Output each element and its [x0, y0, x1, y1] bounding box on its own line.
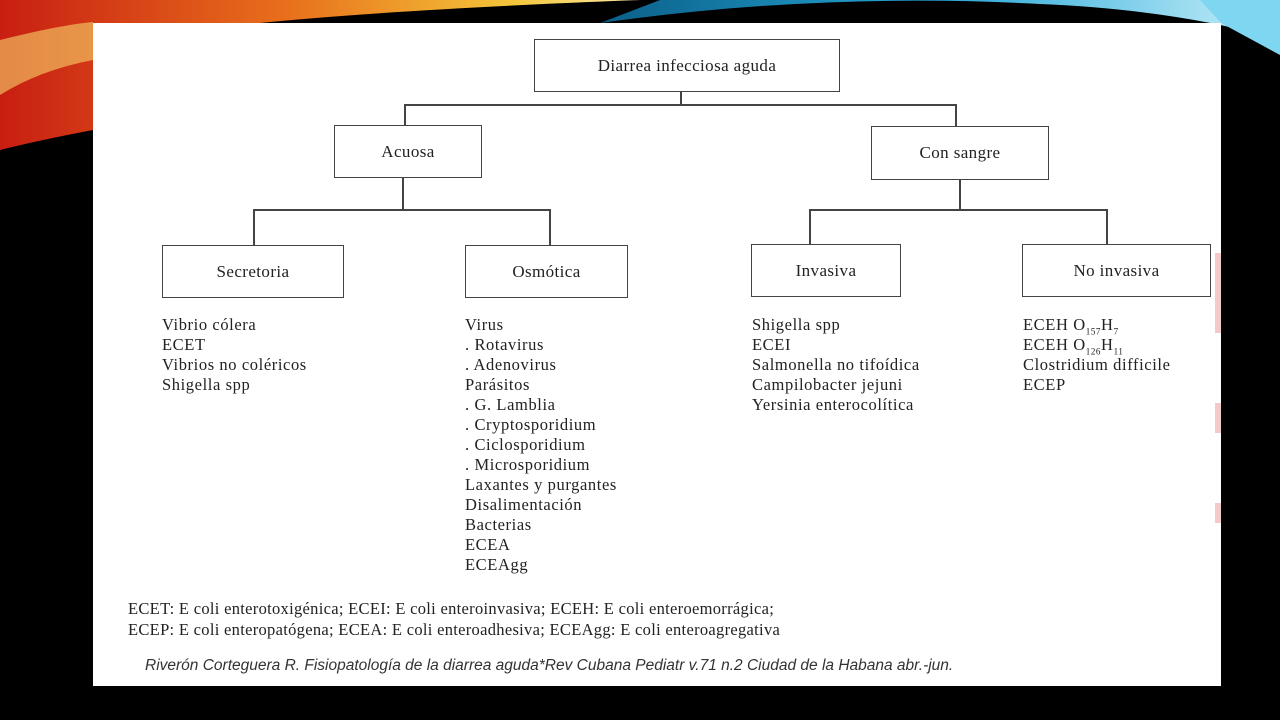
- cool-swoosh-right: [1200, 0, 1280, 55]
- citation: Riverón Corteguera R. Fisiopatología de …: [145, 657, 954, 674]
- node-root-label: Diarrea infecciosa aguda: [597, 55, 777, 75]
- edge-mark: [1215, 503, 1221, 523]
- node-no-invasiva-label: No invasiva: [1073, 260, 1160, 280]
- list-item: ECEA: [465, 535, 511, 554]
- node-invasiva: Invasiva: [751, 244, 901, 297]
- list-item: Bacterias: [465, 515, 532, 534]
- connector: [253, 209, 550, 211]
- list-item: . Cryptosporidium: [465, 415, 597, 434]
- list-item: ECEH O126H11: [1023, 335, 1124, 357]
- legend-line: ECEP: E coli enteropatógena; ECEA: E col…: [128, 620, 781, 639]
- node-no-invasiva: No invasiva: [1022, 244, 1211, 297]
- list-item: . Microsporidium: [465, 455, 591, 474]
- node-osmotica-label: Osmótica: [512, 261, 581, 281]
- node-con-sangre: Con sangre: [871, 126, 1049, 180]
- edge-mark: [1215, 253, 1221, 333]
- list-item: ECEI: [752, 335, 792, 354]
- connector: [404, 104, 956, 106]
- connector: [955, 104, 957, 126]
- node-secretoria-label: Secretoria: [216, 261, 290, 281]
- connector: [253, 209, 255, 245]
- list-invasiva: Shigella spp ECEI Salmonella no tifoídic…: [752, 315, 920, 415]
- list-item: Shigella spp: [162, 375, 251, 394]
- node-invasiva-label: Invasiva: [795, 260, 857, 280]
- node-con-sangre-label: Con sangre: [919, 143, 1001, 162]
- connector: [402, 178, 404, 209]
- list-item: Campilobacter jejuni: [752, 375, 903, 394]
- node-acuosa: Acuosa: [334, 125, 482, 178]
- list-item: Parásitos: [465, 375, 530, 394]
- list-item: Vibrios no coléricos: [162, 355, 307, 374]
- list-item: Laxantes y purgantes: [465, 475, 617, 494]
- list-secretoria: Vibrio cólera ECET Vibrios no coléricos …: [162, 315, 307, 395]
- node-secretoria: Secretoria: [162, 245, 344, 298]
- list-item: Yersinia enterocolítica: [752, 395, 914, 414]
- connector: [959, 180, 961, 209]
- list-osmotica: Virus . Rotavirus . Adenovirus Parásitos…: [465, 315, 617, 575]
- list-item: ECET: [162, 335, 206, 354]
- list-item: Disalimentación: [465, 495, 583, 514]
- list-item: Salmonella no tifoídica: [752, 355, 920, 374]
- node-osmotica: Osmótica: [465, 245, 628, 298]
- list-item: ECEP: [1023, 375, 1066, 394]
- node-root: Diarrea infecciosa aguda: [534, 39, 840, 92]
- list-item: . Adenovirus: [465, 355, 557, 374]
- list-item: ECEAgg: [465, 555, 529, 574]
- list-no-invasiva: ECEH O157H7 ECEH O126H11 Clostridium dif…: [1023, 315, 1171, 395]
- connector: [404, 104, 406, 125]
- connector: [1106, 209, 1108, 245]
- list-item: . Rotavirus: [465, 335, 545, 354]
- list-item: . Ciclosporidium: [465, 435, 586, 454]
- slide-content: Diarrea infecciosa aguda Acuosa Con sang…: [93, 23, 1221, 686]
- legend-line: ECET: E coli enterotoxigénica; ECEI: E c…: [128, 599, 775, 618]
- connector: [809, 209, 1107, 211]
- edge-mark: [1215, 403, 1221, 433]
- list-item: Virus: [465, 315, 504, 334]
- warm-swoosh-highlight: [0, 22, 93, 95]
- list-item: ECEH O157H7: [1023, 315, 1119, 337]
- list-item: . G. Lamblia: [465, 395, 556, 414]
- warm-swoosh: [0, 0, 640, 150]
- connector: [809, 209, 811, 245]
- abbreviation-legend: ECET: E coli enterotoxigénica; ECEI: E c…: [128, 598, 780, 640]
- connector: [680, 91, 682, 105]
- list-item: Shigella spp: [752, 315, 841, 334]
- connector: [549, 209, 551, 245]
- list-item: Vibrio cólera: [162, 315, 257, 334]
- list-item: Clostridium difficile: [1023, 355, 1171, 374]
- node-acuosa-label: Acuosa: [381, 141, 435, 161]
